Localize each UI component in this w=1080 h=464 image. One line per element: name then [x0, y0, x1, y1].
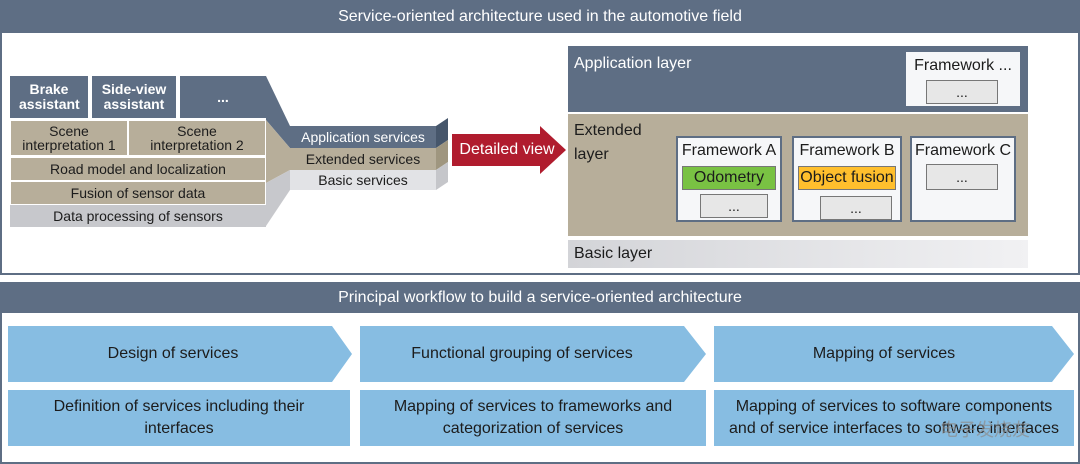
framework-b-title: Framework B: [799, 142, 895, 159]
top-title: Service-oriented architecture used in th…: [338, 8, 742, 25]
basic-services-box: Basic services: [290, 170, 436, 190]
depth-face-basic: [266, 170, 290, 226]
application-services-box: Application services: [290, 126, 436, 148]
step-3-description: Mapping of services to software componen…: [714, 390, 1074, 446]
data-processing-box: Data processing of sensors: [10, 205, 266, 227]
framework-a-box: Framework A Odometry ...: [676, 136, 782, 222]
bottom-title-bar: Principal workflow to build a service-or…: [0, 282, 1080, 314]
fusion-sensor-data-box: Fusion of sensor data: [10, 181, 266, 205]
step-1-title: Design of services: [107, 345, 239, 362]
extended-layer-label-2: layer: [574, 146, 609, 163]
framework-a-title: Framework A: [681, 142, 777, 159]
extended-services-box: Extended services: [290, 148, 436, 170]
framework-b-dots: ...: [820, 196, 892, 220]
top-title-bar: Service-oriented architecture used in th…: [0, 0, 1080, 34]
step-3-title: Mapping of services: [812, 345, 956, 362]
step-1-description: Definition of services including their i…: [8, 390, 350, 446]
object-fusion-box: Object fusion: [798, 166, 896, 190]
services-depth-face: [436, 118, 448, 190]
application-layer: Application layer Framework ... ...: [568, 46, 1028, 112]
extended-layer: Extended layer Framework A Odometry ... …: [568, 114, 1028, 236]
framework-c-dots: ...: [926, 164, 998, 190]
watermark: 电子发烧友: [940, 420, 1030, 440]
services-side-basic: [436, 162, 448, 190]
framework-c-box: Framework C ...: [910, 136, 1016, 222]
depth-face-extended: [266, 120, 290, 183]
scene-interpretation-1-box: Scene interpretation 1: [10, 120, 128, 156]
step-2-description: Mapping of services to frameworks and ca…: [360, 390, 706, 446]
step-3-chevron: [714, 326, 1074, 382]
bottom-title: Principal workflow to build a service-or…: [338, 289, 742, 306]
step-2-chevron: [360, 326, 706, 382]
framework-more-dots: ...: [926, 80, 998, 104]
framework-more-title: Framework ...: [914, 57, 1012, 74]
odometry-box: Odometry: [682, 166, 776, 190]
services-side-extended: [436, 140, 448, 170]
basic-layer-label: Basic layer: [574, 245, 653, 262]
step-1-chevron: [8, 326, 352, 382]
application-layer-label: Application layer: [574, 55, 692, 72]
detailed-view-arrow-shape: [452, 126, 566, 174]
side-view-assistant-box: Side-view assistant: [92, 76, 176, 118]
detailed-view-label: Detailed view: [459, 141, 555, 158]
services-side-application: [436, 118, 448, 148]
brake-assistant-box: Brake assistant: [10, 76, 88, 118]
step-2-title: Functional grouping of services: [411, 345, 633, 362]
scene-interpretation-2-box: Scene interpretation 2: [128, 120, 266, 156]
framework-c-title: Framework C: [914, 142, 1011, 159]
framework-b-box: Framework B Object fusion ...: [792, 136, 902, 222]
depth-face-application: [266, 76, 290, 148]
more-assistants-box: ...: [180, 76, 266, 118]
framework-a-dots: ...: [700, 194, 768, 218]
extended-layer-label-1: Extended: [574, 122, 642, 139]
detailed-view-arrow: [452, 126, 566, 174]
framework-more-box: Framework ... ...: [904, 50, 1022, 108]
road-model-box: Road model and localization: [10, 157, 266, 181]
basic-layer: Basic layer: [568, 240, 1028, 268]
stack-depth-faces: [266, 76, 290, 226]
